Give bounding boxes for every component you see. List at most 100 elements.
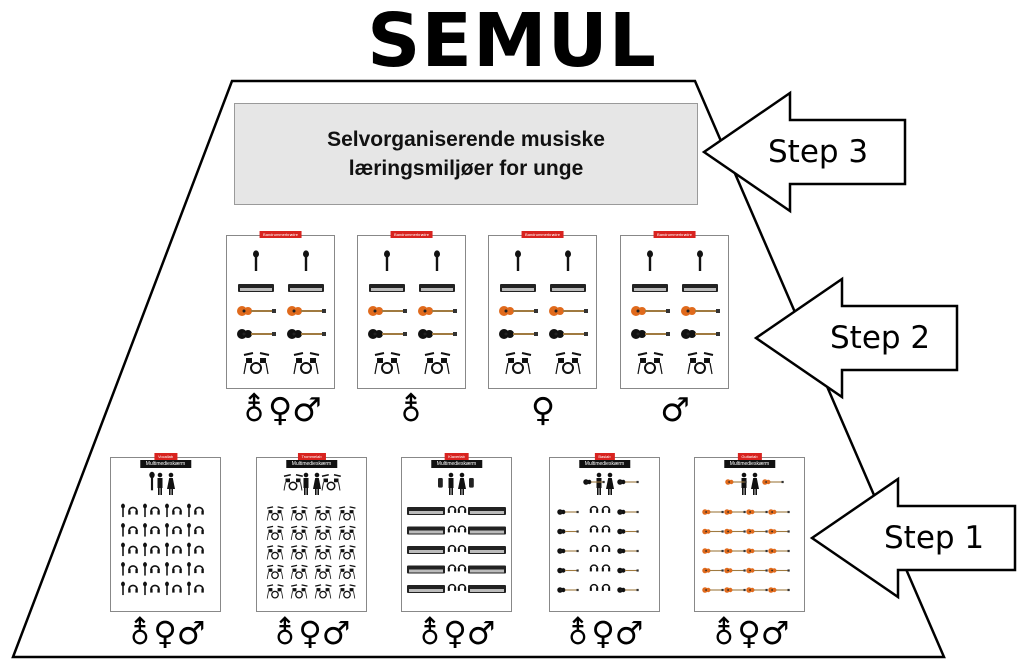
room-tag: Vocallab — [153, 453, 178, 460]
microphone-icon — [149, 471, 155, 491]
microphone-icon — [187, 503, 191, 518]
keyboard-icon — [407, 565, 445, 574]
microphone-icon — [187, 581, 191, 596]
lab-instruments — [266, 472, 356, 599]
woman-icon — [606, 472, 614, 495]
lab-room-drums: Trommelab Multimedieskærm — [256, 453, 367, 612]
headphones-icon — [601, 525, 611, 533]
guitar-icon — [746, 567, 768, 574]
drum-kit-icon — [374, 352, 401, 375]
guitar-icon — [617, 528, 639, 535]
headphones-icon — [447, 505, 457, 513]
keyboard-icon — [468, 546, 506, 554]
drum-kit-icon — [338, 506, 356, 521]
guitar-icon — [617, 587, 639, 593]
keyboard-icon — [407, 526, 445, 535]
woman-icon — [458, 472, 466, 495]
lab-instruments — [702, 472, 790, 593]
guitar-icon — [725, 479, 747, 485]
headphones-icon — [589, 564, 599, 572]
band-room-2: Bandrummerbrødre — [357, 231, 466, 389]
lab-instruments — [407, 472, 506, 593]
headphones-icon — [457, 505, 467, 513]
microphone-icon — [515, 250, 521, 271]
headphones-icon — [457, 583, 467, 591]
microphone-icon — [647, 250, 653, 271]
microphone-icon — [143, 542, 147, 557]
microphone-icon — [187, 523, 191, 537]
gender-symbols: ⚨♀♂ — [710, 614, 790, 652]
headphones-icon — [150, 584, 160, 593]
guitar-icon — [768, 528, 790, 535]
microphone-icon — [121, 581, 125, 596]
guitar-icon — [746, 587, 768, 593]
gender-symbols: ⚨ — [397, 390, 425, 429]
multimedia-screen: Multimedieskærm — [139, 460, 192, 468]
drum-kit-icon — [338, 584, 356, 599]
guitar-icon — [557, 567, 579, 574]
man-icon — [157, 472, 163, 495]
drum-kit-icon — [243, 352, 270, 375]
gender-symbols: ⚨♀♂ — [564, 614, 644, 652]
guitar-icon — [762, 479, 784, 485]
room-tag: Bandrummerbrødre — [653, 231, 696, 238]
microphone-icon — [303, 250, 309, 271]
guitar-icon — [617, 509, 639, 515]
guitar-icon — [702, 587, 724, 593]
keyboard-icon — [632, 284, 668, 292]
step3-box: Selvorganiserende musiske læringsmiljøer… — [234, 103, 698, 205]
page-title: SEMUL — [367, 0, 657, 84]
keyboard-icon — [468, 585, 506, 593]
lab-room-keyboard: Klaverlab Multimedieskærm — [401, 453, 512, 612]
microphone-icon — [434, 250, 440, 271]
headphones-icon — [128, 526, 138, 535]
multimedia-screen: Multimedieskærm — [723, 460, 776, 468]
room-tag: Bandrummerbrødre — [259, 231, 302, 238]
microphone-icon — [187, 542, 191, 557]
lab-instruments — [557, 472, 639, 593]
microphone-icon — [121, 523, 125, 537]
guitar-icon — [499, 329, 538, 339]
guitar-icon — [237, 329, 276, 339]
guitar-icon — [746, 548, 768, 554]
headphones-icon — [601, 505, 611, 513]
drum-kit-icon — [283, 474, 303, 491]
headphones-icon — [447, 564, 457, 572]
room-tag: Bandrummerbrødre — [521, 231, 564, 238]
headphones-icon — [601, 583, 611, 591]
guitar-icon — [617, 479, 639, 485]
drum-kit-icon — [338, 545, 356, 560]
microphone-icon — [253, 250, 259, 271]
guitar-icon — [702, 528, 724, 535]
microphone-icon — [121, 503, 125, 518]
drum-kit-icon — [290, 564, 308, 580]
guitar-icon — [768, 587, 790, 593]
drum-kit-icon — [555, 352, 582, 375]
headphones-icon — [589, 505, 599, 513]
microphone-icon — [143, 523, 147, 537]
headphones-icon — [457, 544, 467, 552]
step3-arrow — [701, 90, 907, 214]
gender-symbols: ⚨♀♂ — [126, 614, 206, 652]
drum-kit-icon — [266, 506, 284, 521]
guitar-icon — [237, 306, 276, 316]
step3-label: Step 3 — [768, 134, 869, 170]
headphones-icon — [457, 525, 467, 533]
headphones-icon — [447, 544, 457, 552]
keyboard-icon — [407, 546, 445, 554]
headphones-icon — [447, 583, 457, 591]
microphone-icon — [165, 562, 169, 576]
guitar-icon — [557, 548, 579, 554]
drum-kit-icon — [290, 506, 308, 521]
room-tag: Trommelab — [297, 453, 326, 460]
guitar-icon — [724, 528, 746, 535]
keyboard-icon — [682, 284, 718, 292]
headphones-icon — [194, 506, 204, 515]
lab-room-bass: Baslab Multimedieskærm — [549, 453, 660, 612]
drum-kit-icon — [314, 584, 332, 599]
step2-label: Step 2 — [830, 320, 931, 356]
room-tag: Klaverlab — [444, 453, 469, 460]
headphones-icon — [589, 583, 599, 591]
guitar-icon — [681, 329, 720, 339]
drum-kit-icon — [293, 352, 320, 375]
